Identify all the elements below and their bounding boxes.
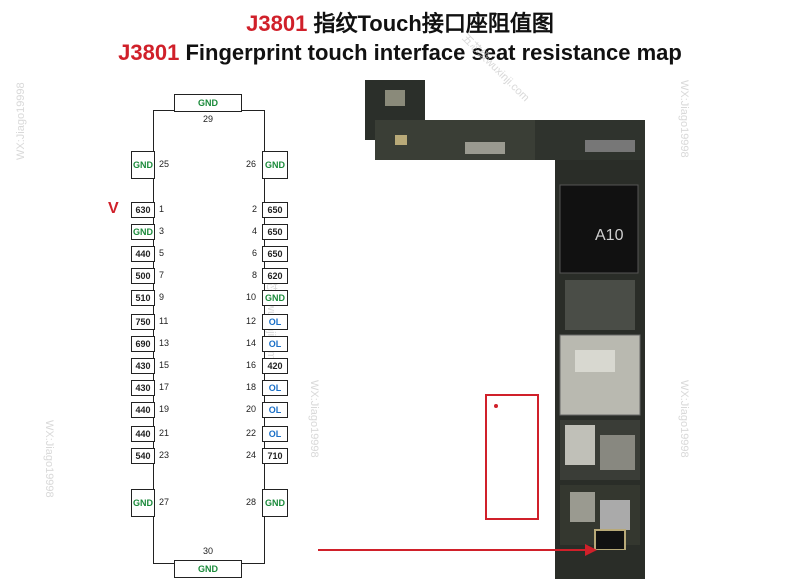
left-pad-13: 690	[131, 336, 155, 352]
component	[600, 435, 635, 470]
left-pad-15: 430	[131, 358, 155, 374]
left-pad-9: 510	[131, 290, 155, 306]
pin-number: 26	[246, 159, 257, 169]
left-pad-5: 440	[131, 246, 155, 262]
pin-number: 24	[246, 450, 257, 460]
component	[565, 425, 595, 465]
right-pad-22: OL	[262, 426, 288, 442]
watermark: WX:Jiago19998	[43, 420, 55, 498]
pin-number: 22	[246, 428, 257, 438]
pin-number: 21	[159, 428, 170, 438]
title-code: J3801	[246, 11, 308, 36]
connector-body	[153, 110, 265, 564]
component	[575, 350, 615, 372]
soc-chip	[559, 184, 639, 274]
callout-dot	[494, 404, 498, 408]
left-pad-25: GND	[131, 151, 155, 179]
pin-number: 23	[159, 450, 170, 460]
callout-box	[485, 394, 539, 520]
pin-number: 15	[159, 360, 170, 370]
pin-number: 14	[246, 338, 257, 348]
component	[585, 140, 635, 152]
right-pad-16: 420	[262, 358, 288, 374]
pin-number: 9	[159, 292, 165, 302]
right-pad-20: OL	[262, 402, 288, 418]
left-pad-11: 750	[131, 314, 155, 330]
pin-number: 2	[252, 204, 258, 214]
component	[570, 492, 595, 522]
title-text: 指纹Touch接口座阻值图	[307, 11, 554, 36]
right-pad-14: OL	[262, 336, 288, 352]
pin-number: 29	[203, 114, 214, 124]
pin-number: 25	[159, 159, 170, 169]
left-pad-3: GND	[131, 224, 155, 240]
pin1-marker: V	[108, 200, 119, 217]
pad-top: GND	[174, 94, 242, 112]
sim-tray	[559, 334, 641, 416]
fingerprint-connector-j3801	[594, 529, 626, 551]
right-pad-4: 650	[262, 224, 288, 240]
left-pad-19: 440	[131, 402, 155, 418]
pin-number: 18	[246, 382, 257, 392]
watermark: WX:Jiago19998	[15, 82, 27, 160]
left-pad-21: 440	[131, 426, 155, 442]
title-code-en: J3801	[118, 40, 180, 65]
pin-number: 20	[246, 404, 257, 414]
chip-label: A10	[595, 227, 624, 244]
watermark: WX:Jiago19998	[308, 380, 320, 458]
right-pad-26: GND	[262, 151, 288, 179]
right-pad-28: GND	[262, 489, 288, 517]
component	[385, 90, 405, 106]
pin-number: 4	[252, 226, 258, 236]
watermark: WX:Jiago19998	[678, 80, 690, 158]
pin-number: 7	[159, 270, 165, 280]
logic-board-photo: A10	[365, 80, 645, 579]
left-pad-17: 430	[131, 380, 155, 396]
pin-number: 30	[203, 546, 214, 556]
pin-number: 6	[252, 248, 258, 258]
pad-bottom: GND	[174, 560, 242, 578]
right-pad-8: 620	[262, 268, 288, 284]
left-pad-23: 540	[131, 448, 155, 464]
right-pad-12: OL	[262, 314, 288, 330]
title-english: J3801 Fingerprint touch interface seat r…	[0, 40, 800, 66]
pin-number: 1	[159, 204, 165, 214]
right-pad-24: 710	[262, 448, 288, 464]
component	[565, 280, 635, 330]
title-chinese: J3801 指纹Touch接口座阻值图	[0, 6, 800, 38]
pin-number: 10	[246, 292, 257, 302]
right-pad-10: GND	[262, 290, 288, 306]
pin-number: 5	[159, 248, 165, 258]
component	[395, 135, 407, 145]
left-pad-7: 500	[131, 268, 155, 284]
pin-number: 17	[159, 382, 170, 392]
right-pad-2: 650	[262, 202, 288, 218]
pin-number: 12	[246, 316, 257, 326]
left-pad-27: GND	[131, 489, 155, 517]
pin-number: 3	[159, 226, 165, 236]
pin-number: 16	[246, 360, 257, 370]
pin-number: 28	[246, 497, 257, 507]
title-text-en: Fingerprint touch interface seat resista…	[179, 40, 682, 65]
watermark: WX:Jiago19998	[678, 380, 690, 458]
right-pad-18: OL	[262, 380, 288, 396]
component	[465, 142, 505, 154]
pin-number: 8	[252, 270, 258, 280]
pin-number: 13	[159, 338, 170, 348]
pin-number: 19	[159, 404, 170, 414]
left-pad-1: 630	[131, 202, 155, 218]
board-section	[565, 550, 645, 579]
right-pad-6: 650	[262, 246, 288, 262]
component	[600, 500, 630, 530]
pin-number: 27	[159, 497, 170, 507]
pin-number: 11	[159, 316, 169, 326]
